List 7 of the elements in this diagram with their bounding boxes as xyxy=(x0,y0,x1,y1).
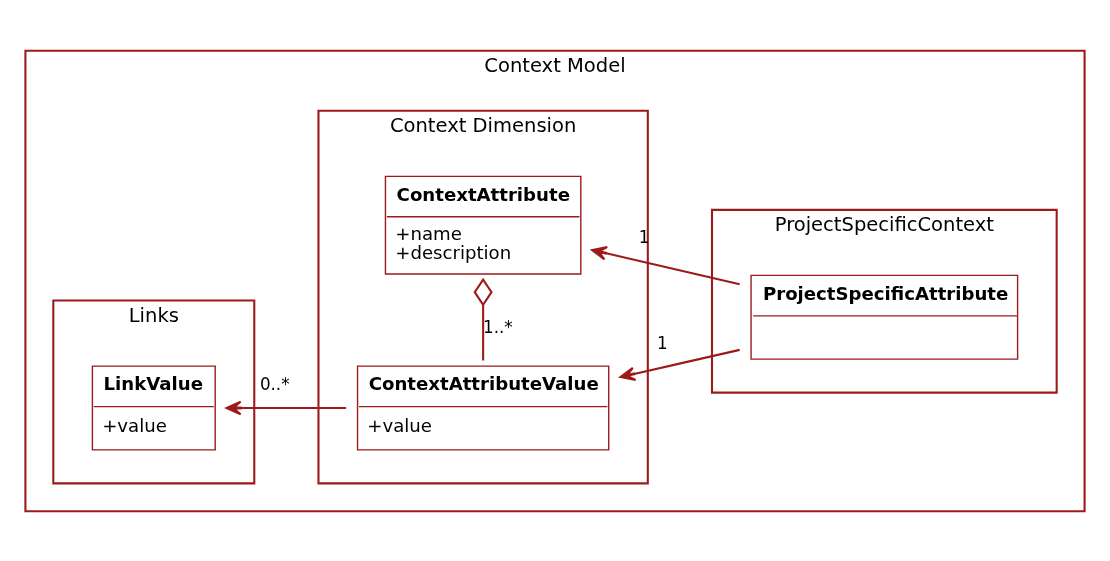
edge-label: 1 xyxy=(657,332,668,353)
connector xyxy=(473,277,493,360)
edge-label: 1..* xyxy=(483,316,513,337)
arrow xyxy=(225,400,347,415)
edge-label: 0..* xyxy=(259,373,290,394)
arrow xyxy=(591,245,740,285)
arrow xyxy=(619,348,740,381)
